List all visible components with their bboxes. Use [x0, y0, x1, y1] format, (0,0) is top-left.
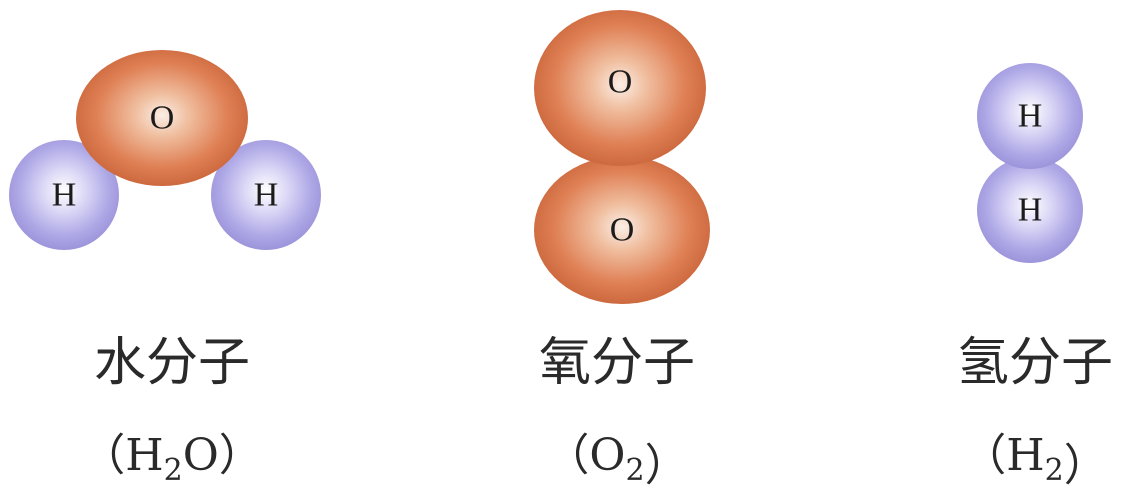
water-formula-base: H [125, 430, 163, 481]
oxygen-atom-top [534, 10, 706, 166]
oxygen-atom-label-bottom: O [610, 212, 635, 249]
water-molecule-name: 水分子 [94, 333, 250, 393]
water-hydrogen-left [9, 140, 119, 250]
hydrogen-formula-base: H [1006, 430, 1044, 481]
hydrogen-formula-open: （ [962, 430, 1006, 481]
hydrogen-formula: （H2） [962, 430, 1107, 491]
water-atom-label-h2: H [254, 177, 279, 214]
water-formula-open: （ [81, 430, 125, 481]
oxygen-formula-close: ） [645, 440, 689, 491]
hydrogen-molecule-name: 氢分子 [957, 333, 1113, 393]
oxygen-molecule-name: 氧分子 [539, 333, 695, 393]
water-oxygen [76, 50, 248, 186]
hydrogen-formula-close: ） [1064, 440, 1108, 491]
oxygen-atom-bottom [534, 156, 710, 304]
oxygen-formula-base: O [589, 430, 625, 481]
hydrogen-molecule: H H [977, 63, 1083, 263]
water-hydrogen-right [211, 140, 321, 250]
oxygen-atom-label-top: O [608, 64, 633, 101]
water-atom-label-o: O [150, 100, 175, 137]
oxygen-molecule: O O [534, 10, 710, 304]
oxygen-formula: （O2） [545, 430, 688, 491]
oxygen-formula-sub: 2 [625, 453, 644, 488]
water-formula-rest: O [183, 430, 219, 481]
hydrogen-atom-bottom [977, 157, 1083, 263]
water-formula: （H2O） [81, 430, 263, 488]
oxygen-formula-open: （ [545, 430, 589, 481]
water-formula-sub: 2 [164, 453, 183, 488]
hydrogen-formula-sub: 2 [1045, 453, 1064, 488]
water-molecule: H O H [9, 50, 321, 250]
hydrogen-atom-label-top: H [1018, 98, 1043, 135]
hydrogen-atom-label-bottom: H [1018, 192, 1043, 229]
water-formula-close: ） [219, 430, 263, 481]
hydrogen-atom-top [977, 63, 1083, 169]
water-atom-label-h1: H [52, 177, 77, 214]
